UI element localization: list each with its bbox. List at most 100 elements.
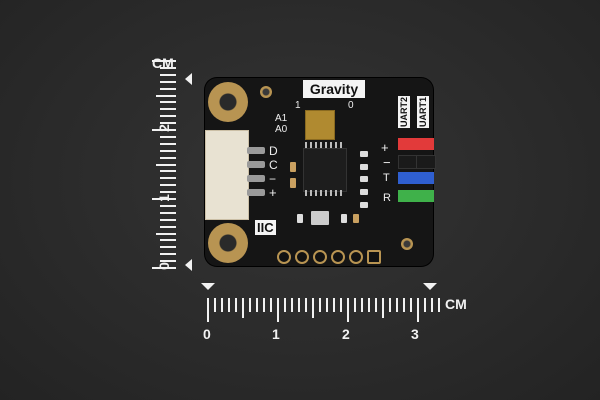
ruler-label-1: 1 bbox=[155, 194, 172, 202]
ruler-tick bbox=[424, 298, 426, 312]
ruler-tick bbox=[305, 298, 307, 312]
ruler-tick bbox=[249, 298, 251, 312]
smd-component bbox=[290, 162, 296, 172]
ruler-tick bbox=[375, 298, 377, 312]
vertical-ruler: CM 2 1 0 bbox=[150, 55, 210, 275]
dip-position-label: 1 bbox=[295, 100, 301, 111]
ruler-tick bbox=[326, 298, 328, 312]
ruler-tick bbox=[410, 298, 412, 312]
ruler-tick bbox=[319, 298, 321, 312]
chip-pins bbox=[305, 142, 345, 148]
ruler-label-2: 2 bbox=[342, 326, 350, 342]
smd-component bbox=[360, 164, 368, 170]
marker-triangle-icon bbox=[185, 259, 192, 271]
chip-pins bbox=[305, 190, 345, 196]
address-dip-switch[interactable] bbox=[305, 110, 335, 140]
ruler-tick bbox=[160, 184, 176, 187]
pin-label-d: D bbox=[269, 144, 278, 158]
ruler-tick bbox=[228, 298, 230, 312]
ruler-tick bbox=[221, 298, 223, 312]
ruler-tick bbox=[160, 73, 176, 76]
ruler-tick bbox=[368, 298, 370, 312]
ic-chip bbox=[303, 148, 347, 192]
smd-component bbox=[360, 202, 368, 208]
ruler-tick bbox=[298, 298, 300, 312]
dip-position-label: 0 bbox=[348, 100, 354, 111]
ruler-tick bbox=[160, 87, 176, 90]
gravity-logo: Gravity bbox=[303, 80, 365, 98]
ruler-tick bbox=[256, 298, 258, 312]
ruler-tick bbox=[340, 298, 342, 312]
ruler-tick bbox=[160, 115, 176, 118]
ruler-tick bbox=[284, 298, 286, 312]
ruler-tick bbox=[312, 298, 314, 318]
ruler-tick bbox=[235, 298, 237, 312]
marker-triangle-icon bbox=[201, 283, 215, 290]
ruler-tick bbox=[382, 298, 384, 318]
ruler-tick bbox=[277, 298, 279, 322]
smd-component bbox=[297, 214, 303, 223]
connector-pin bbox=[247, 189, 265, 196]
pin-label-minus: − bbox=[269, 172, 277, 186]
ruler-tick bbox=[333, 298, 335, 312]
marker-triangle-icon bbox=[423, 283, 437, 290]
uart1-vcc-pin[interactable] bbox=[416, 138, 434, 150]
ruler-tick bbox=[403, 298, 405, 312]
smd-component bbox=[341, 214, 347, 223]
ruler-tick bbox=[160, 260, 176, 263]
ruler-tick bbox=[270, 298, 272, 312]
ruler-label-2: 2 bbox=[155, 124, 172, 132]
ruler-unit-label: CM bbox=[445, 296, 467, 312]
ruler-tick bbox=[160, 101, 176, 104]
ruler-tick bbox=[160, 122, 176, 125]
mounting-hole bbox=[208, 82, 248, 122]
ruler-tick bbox=[160, 204, 176, 207]
uart1-label: UART1 bbox=[417, 96, 429, 129]
ruler-tick bbox=[347, 298, 349, 322]
ruler-tick bbox=[160, 135, 176, 138]
ruler-label-0: 0 bbox=[155, 262, 172, 270]
ruler-tick bbox=[389, 298, 391, 312]
ruler-tick bbox=[160, 191, 176, 194]
ruler-tick bbox=[156, 94, 176, 97]
iic-connector bbox=[205, 130, 249, 220]
ruler-tick bbox=[396, 298, 398, 312]
ruler-tick bbox=[160, 239, 176, 242]
ruler-tick bbox=[291, 298, 293, 312]
uart2-gnd-pin[interactable] bbox=[398, 155, 418, 169]
ruler-tick bbox=[160, 66, 176, 69]
ruler-tick bbox=[160, 156, 176, 159]
marker-triangle-icon bbox=[185, 73, 192, 85]
ruler-tick bbox=[263, 298, 265, 312]
ruler-tick bbox=[417, 298, 419, 322]
ruler-tick bbox=[160, 211, 176, 214]
through-hole-pad bbox=[349, 250, 363, 264]
uart1-tx-pin[interactable] bbox=[416, 172, 434, 184]
ruler-tick bbox=[160, 253, 176, 256]
uart2-label: UART2 bbox=[398, 96, 410, 129]
ruler-tick bbox=[160, 218, 176, 221]
smd-component bbox=[360, 151, 368, 157]
via-hole bbox=[260, 86, 272, 98]
uart1-rx-pin[interactable] bbox=[416, 190, 434, 202]
smd-component bbox=[360, 176, 368, 182]
ruler-tick bbox=[160, 225, 176, 228]
gravity-module-board: Gravity 1 0 A1 A0 D C − + IIC + − T R UA… bbox=[205, 78, 436, 266]
ruler-tick bbox=[207, 298, 209, 322]
mounting-hole bbox=[208, 223, 248, 263]
ruler-tick bbox=[156, 232, 176, 235]
header-label-plus: + bbox=[381, 140, 389, 155]
dip-label-a0: A0 bbox=[275, 124, 288, 135]
ruler-tick bbox=[361, 298, 363, 312]
ruler-tick bbox=[214, 298, 216, 312]
uart2-tx-pin[interactable] bbox=[398, 172, 416, 184]
uart2-rx-pin[interactable] bbox=[398, 190, 416, 202]
ruler-tick bbox=[242, 298, 244, 318]
crystal-oscillator bbox=[311, 211, 329, 225]
uart1-gnd-pin[interactable] bbox=[416, 155, 436, 169]
uart2-vcc-pin[interactable] bbox=[398, 138, 416, 150]
via-hole bbox=[401, 238, 413, 250]
ruler-tick bbox=[160, 246, 176, 249]
iic-label: IIC bbox=[255, 220, 276, 235]
header-label-t: T bbox=[383, 172, 390, 184]
